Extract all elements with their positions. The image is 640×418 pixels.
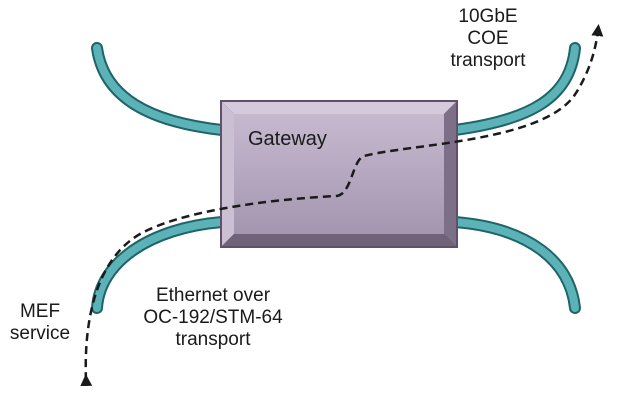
mef-service-label: MEF service (9, 301, 71, 344)
gateway-box (220, 100, 458, 248)
service-path (80, 24, 604, 387)
coe-transport-label: 10GbE COE transport (450, 6, 526, 71)
ethernet-transport-label: Ethernet over OC-192/STM-64 transport (143, 285, 283, 350)
gateway-label: Gateway (248, 128, 327, 150)
